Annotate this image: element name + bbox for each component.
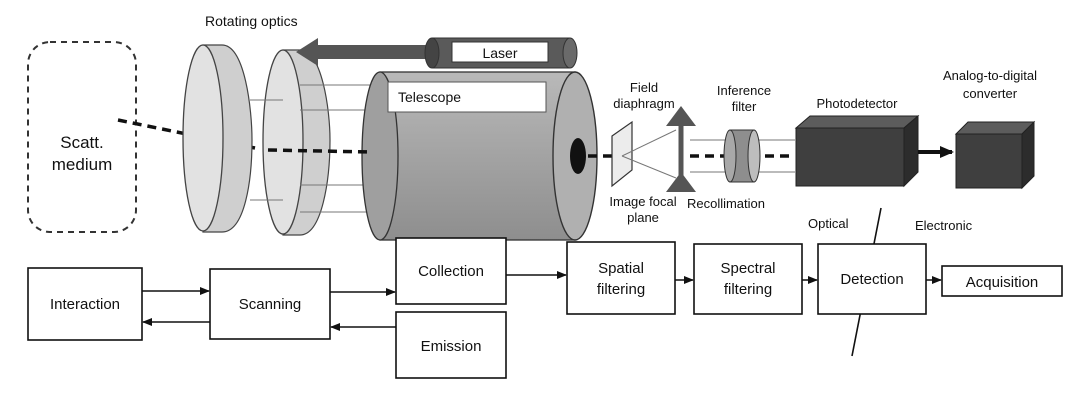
block-interaction: Interaction — [27, 267, 143, 341]
rotating-optics-label: Rotating optics — [205, 13, 298, 29]
scatt-label-line2: medium — [52, 155, 112, 174]
block-spectral-label-line1: Spectral — [720, 260, 775, 277]
field-diaphragm — [611, 120, 633, 188]
telescope: Telescope — [361, 71, 598, 241]
analog-to-digital-converter — [954, 120, 1036, 190]
interference-filter — [723, 129, 761, 183]
incoming-beam-path — [117, 118, 256, 150]
adc-label-line2: converter — [963, 86, 1018, 101]
rotating-optics-disc-2 — [262, 49, 331, 236]
block-spatial-label-line2: filtering — [597, 281, 645, 298]
block-scanning: Scanning — [209, 268, 331, 340]
electronic-label: Electronic — [915, 218, 973, 233]
block-detection-label: Detection — [840, 271, 903, 288]
block-spectral-filtering: Spectral filtering — [693, 243, 803, 315]
block-acquisition-label: Acquisition — [966, 274, 1039, 291]
telescope-label: Telescope — [398, 89, 461, 105]
optical-label: Optical — [808, 216, 849, 231]
image-focal-plane-label-line1: Image focal — [609, 194, 676, 209]
block-spatial-label-line1: Spatial — [598, 260, 644, 277]
scattering-medium: Scatt. medium — [27, 41, 137, 233]
adc-label-line1: Analog-to-digital — [943, 68, 1037, 83]
beam-into-telescope — [267, 148, 373, 154]
photodetector-label: Photodetector — [817, 96, 899, 111]
block-spectral-label-line2: filtering — [724, 281, 772, 298]
block-interaction-label: Interaction — [50, 296, 120, 313]
block-emission: Emission — [395, 311, 507, 379]
block-detection: Detection — [817, 243, 927, 315]
block-emission-label: Emission — [421, 338, 482, 355]
block-acquisition: Acquisition — [941, 265, 1063, 297]
laser-label: Laser — [482, 45, 517, 61]
block-scanning-label: Scanning — [239, 296, 302, 313]
block-spatial-filtering: Spatial filtering — [566, 241, 676, 315]
recollimation-label: Recollimation — [687, 196, 765, 211]
inference-filter-label-line2: filter — [732, 99, 757, 114]
block-collection-label: Collection — [418, 263, 484, 280]
laser: Laser — [424, 37, 578, 69]
image-focal-plane-label-line2: plane — [627, 210, 659, 225]
photodetector — [794, 114, 920, 188]
laser-emitted-beam — [296, 38, 438, 66]
inference-filter-label-line1: Inference — [717, 83, 771, 98]
block-collection: Collection — [395, 237, 507, 305]
rotating-optics-disc-1 — [182, 44, 253, 233]
scatt-label-line1: Scatt. — [60, 133, 103, 152]
